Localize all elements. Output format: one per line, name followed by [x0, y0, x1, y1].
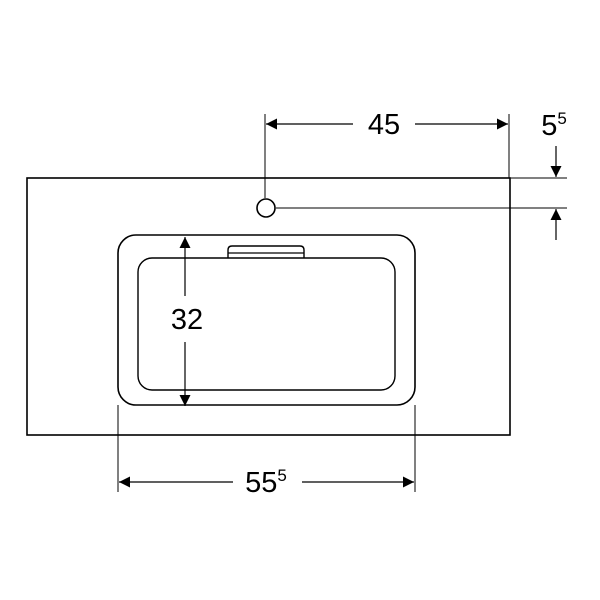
countertop-outline	[26, 177, 511, 436]
dimension-hole-offset: 55	[541, 109, 567, 240]
overflow-slot	[227, 245, 305, 258]
extension-lines	[117, 114, 567, 492]
basin-outer-rim	[117, 234, 416, 406]
dimension-basin-depth: 32	[171, 237, 203, 406]
basin-inner-bowl	[137, 257, 396, 391]
dimension-basin-width: 555	[119, 466, 414, 499]
dimension-top-width-label: 45	[368, 109, 400, 141]
dimension-basin-depth-label: 32	[171, 304, 203, 336]
tap-hole	[256, 198, 276, 218]
dimension-hole-offset-label: 55	[541, 109, 567, 142]
dimension-top-width: 45	[266, 109, 508, 141]
dimension-basin-width-label: 555	[245, 466, 287, 499]
